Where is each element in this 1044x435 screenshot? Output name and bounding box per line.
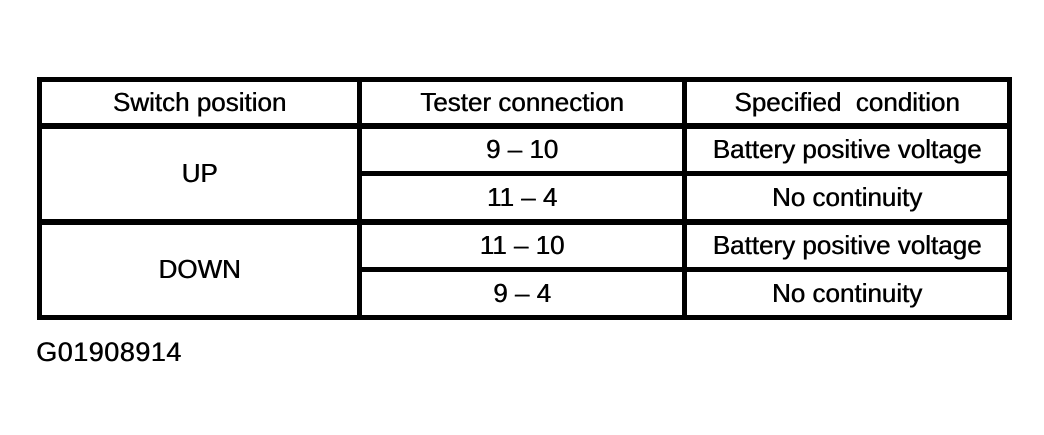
tester-connection-cell: 9 – 4	[357, 267, 687, 320]
switch-continuity-spec-table: Switch position Tester connection Specif…	[37, 77, 1012, 320]
column-header-specified-condition: Specified condition	[682, 77, 1012, 129]
tester-connection-cell: 11 – 10	[357, 219, 687, 272]
specified-condition-cell: Battery positive voltage	[682, 123, 1012, 176]
specified-condition-cell: No continuity	[682, 267, 1012, 320]
tester-connection-cell: 9 – 10	[357, 123, 687, 176]
switch-position-up-cell: UP	[37, 123, 362, 225]
tester-connection-cell: 11 – 4	[357, 171, 687, 225]
column-header-switch-position: Switch position	[37, 77, 362, 129]
table-row-up-2: 11 – 4 No continuity	[40, 171, 1012, 225]
table-row-down-2: 9 – 4 No continuity	[40, 267, 1012, 320]
specified-condition-cell: No continuity	[682, 171, 1012, 225]
switch-position-down-cell: DOWN	[37, 219, 362, 320]
table-header-row: Switch position Tester connection Specif…	[37, 77, 1012, 129]
table-row-down-1: DOWN 11 – 10 Battery positive voltage	[37, 219, 1012, 320]
column-header-tester-connection: Tester connection	[357, 77, 687, 129]
figure-id-caption: G01908914	[36, 337, 182, 367]
specified-condition-cell: Battery positive voltage	[682, 219, 1012, 272]
table-row-up-1: UP 9 – 10 Battery positive voltage	[37, 123, 1012, 225]
